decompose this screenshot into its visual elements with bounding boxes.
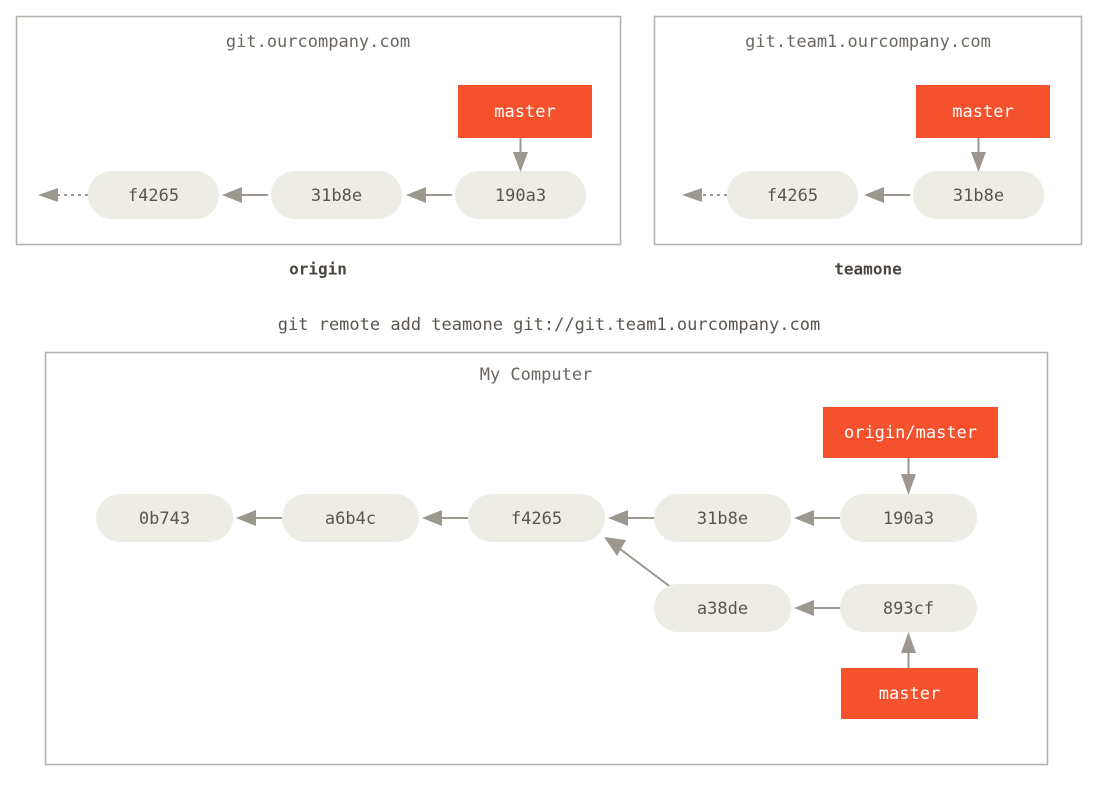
ref-box-master-origin[interactable]: master [458,85,592,138]
commit-node-a38de[interactable]: a38de [654,584,791,632]
commit-label: 190a3 [883,509,934,529]
commit-label: f4265 [511,509,562,529]
ref-arrow-master-teamone [971,138,986,172]
panel-origin-caption: origin [289,260,347,279]
commit-node-31b8e-teamone[interactable]: 31b8e [913,171,1044,219]
commit-node-a6b4c[interactable]: a6b4c [282,494,419,542]
edge-31b8e-to-f4265-teamone [864,187,910,203]
truncation-arrow-origin [38,188,88,202]
edge-893cf-to-a38de [794,600,840,616]
commit-node-f4265-origin[interactable]: f4265 [88,171,219,219]
edge-190a3-to-31b8e-origin [406,187,452,203]
commit-node-31b8e-origin[interactable]: 31b8e [271,171,402,219]
edge-190a3-to-31b8e [794,510,840,526]
edge-a38de-to-f4265 [604,537,673,589]
ref-label: master [879,684,940,704]
ref-label: master [494,102,555,122]
truncation-arrow-teamone [682,188,727,202]
panel-origin-title: git.ourcompany.com [226,32,410,52]
commit-label: 893cf [883,599,934,619]
ref-box-master-teamone[interactable]: master [916,85,1050,138]
commit-label: 31b8e [953,186,1004,206]
commit-node-f4265-teamone[interactable]: f4265 [727,171,858,219]
panel-origin: git.ourcompany.com f4265 [15,15,622,279]
commit-label: f4265 [767,186,818,206]
commit-node-893cf[interactable]: 893cf [840,584,977,632]
commit-node-0b743[interactable]: 0b743 [96,494,233,542]
commit-label: a6b4c [325,509,376,529]
panel-my-computer-title: My Computer [480,365,593,385]
commit-label: 31b8e [697,509,748,529]
ref-label: origin/master [844,423,977,443]
commit-label: 31b8e [311,186,362,206]
panel-teamone-caption: teamone [834,260,901,279]
commit-node-31b8e[interactable]: 31b8e [654,494,791,542]
edge-f4265-to-a6b4c [422,510,468,526]
edge-31b8e-to-f4265 [608,510,654,526]
commit-node-190a3[interactable]: 190a3 [840,494,977,542]
commit-label: 190a3 [495,186,546,206]
ref-box-origin-master[interactable]: origin/master [823,407,998,458]
commit-label: f4265 [128,186,179,206]
ref-box-master-local[interactable]: master [841,668,978,719]
ref-label: master [952,102,1013,122]
ref-arrow-master-local [901,632,916,668]
commit-node-190a3-origin[interactable]: 190a3 [455,171,586,219]
commit-label: a38de [697,599,748,619]
edge-31b8e-to-f4265-origin [222,187,268,203]
panel-teamone-title: git.team1.ourcompany.com [745,32,991,52]
commit-node-f4265[interactable]: f4265 [468,494,605,542]
ref-arrow-origin-master [901,458,916,495]
command-text: git remote add teamone git://git.team1.o… [278,315,820,335]
panel-my-computer: My Computer [44,351,1049,766]
commit-label: 0b743 [139,509,190,529]
ref-arrow-master-origin [513,138,528,172]
panel-teamone: git.team1.ourcompany.com f4265 31b8e [653,15,1083,279]
edge-a6b4c-to-0b743 [236,510,282,526]
